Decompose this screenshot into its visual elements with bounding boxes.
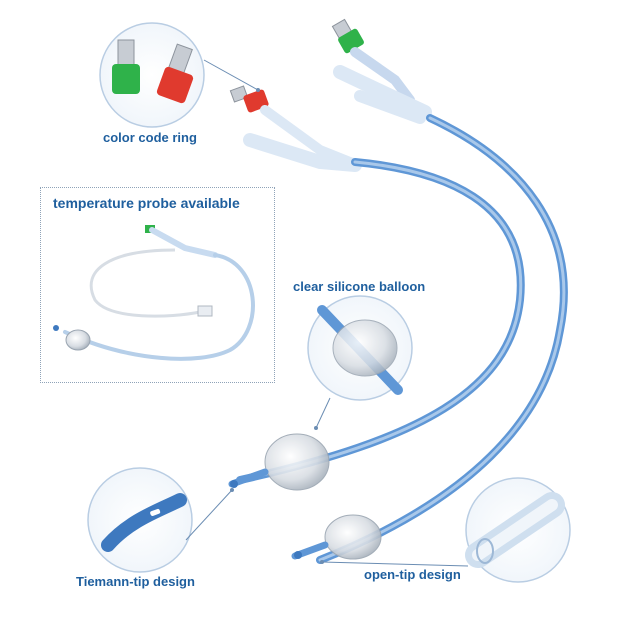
catheter-medium	[228, 85, 525, 491]
label-open-tip: open-tip design	[364, 567, 461, 582]
label-clear-silicone-balloon: clear silicone balloon	[293, 279, 426, 294]
open-tip-callout	[320, 477, 571, 583]
clear-silicone-balloon-callout	[307, 295, 413, 430]
temperature-probe-box	[40, 187, 275, 383]
label-tiemann-tip: Tiemann-tip design	[76, 574, 195, 589]
temperature-probe-catheter	[53, 225, 255, 361]
tiemann-tip-callout	[87, 467, 234, 573]
color-code-ring-callout	[99, 22, 260, 128]
label-temperature-probe: temperature probe available	[53, 195, 240, 211]
catheter-long	[291, 18, 568, 564]
label-color-code-ring: color code ring	[103, 130, 197, 145]
